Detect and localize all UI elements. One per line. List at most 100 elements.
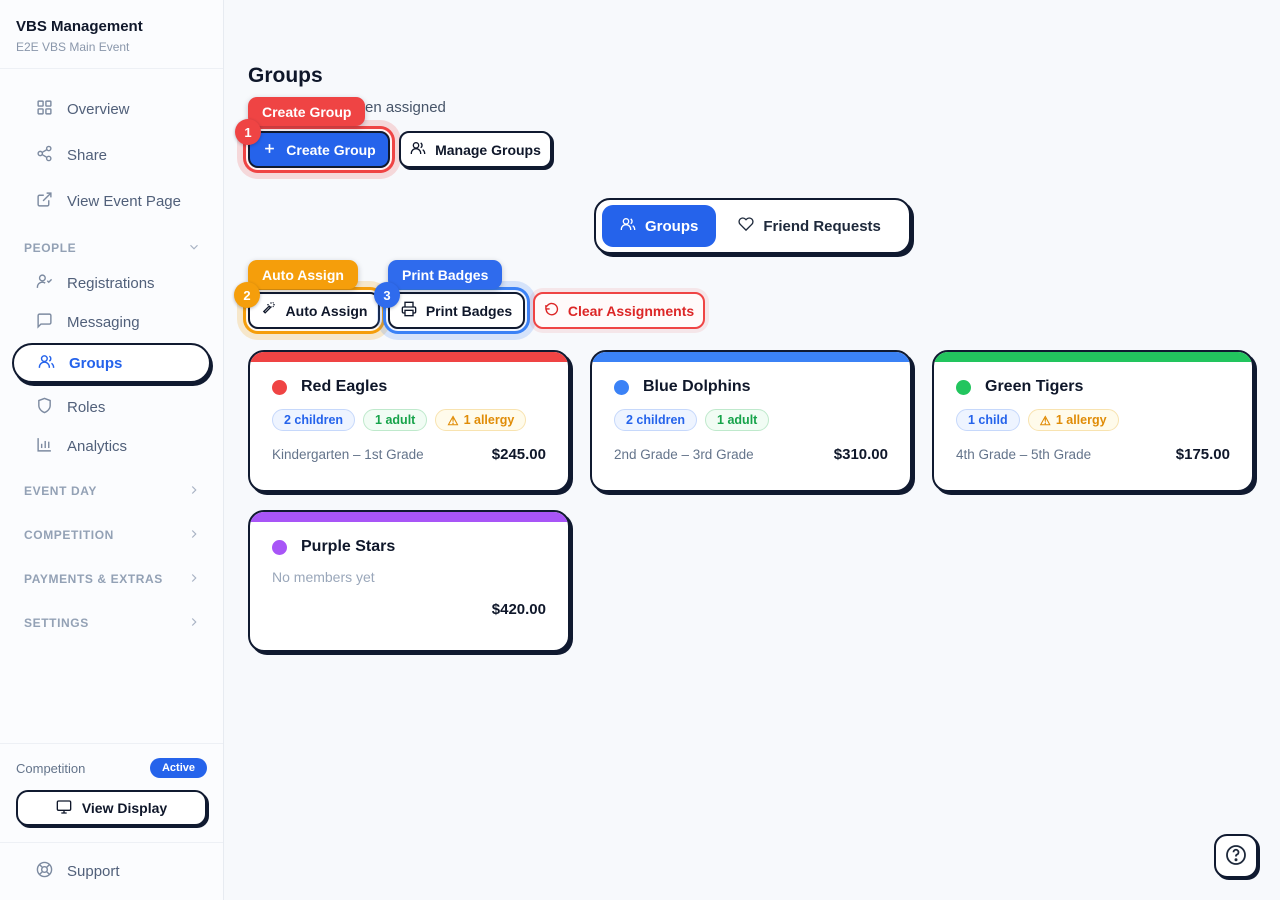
sidebar-footer: Competition Active View Display bbox=[0, 743, 223, 842]
help-button[interactable] bbox=[1214, 834, 1258, 878]
grade-range: 4th Grade – 5th Grade bbox=[956, 447, 1092, 462]
sidebar-item-label: Share bbox=[67, 146, 108, 164]
chevron-right-icon bbox=[187, 527, 201, 544]
auto-assign-label: Auto Assign bbox=[285, 302, 368, 319]
bar-chart-icon bbox=[36, 436, 53, 457]
section-label: SETTINGS bbox=[24, 616, 89, 630]
main-content: Groups ren assigned Create Group 1 Creat… bbox=[224, 0, 1280, 900]
dashboard-icon bbox=[36, 99, 53, 120]
annotation-step-badge-2: 2 bbox=[234, 282, 260, 308]
annotation-tooltip-auto-assign: Auto Assign bbox=[248, 260, 358, 289]
sidebar-item-label: Registrations bbox=[67, 274, 155, 292]
sidebar-section-people[interactable]: PEOPLE bbox=[12, 231, 211, 265]
group-color-dot bbox=[272, 379, 287, 395]
chevron-right-icon bbox=[187, 615, 201, 632]
sidebar-nav: Overview Share View Event Page PEOPLE bbox=[0, 69, 223, 640]
sidebar-item-share[interactable]: Share bbox=[12, 135, 211, 175]
undo-icon bbox=[544, 302, 559, 320]
group-color-stripe bbox=[250, 512, 568, 522]
sidebar-section-event-day[interactable]: EVENT DAY bbox=[12, 474, 211, 508]
group-name: Red Eagles bbox=[301, 378, 388, 395]
group-name: Blue Dolphins bbox=[643, 378, 751, 395]
printer-icon bbox=[401, 301, 417, 320]
users-icon bbox=[620, 216, 636, 236]
grade-range: 2nd Grade – 3rd Grade bbox=[614, 447, 754, 462]
tab-friend-requests[interactable]: Friend Requests bbox=[720, 205, 899, 247]
children-count-badge: 1 child bbox=[956, 409, 1020, 431]
sidebar-item-roles[interactable]: Roles bbox=[12, 389, 211, 425]
sidebar-header: VBS Management E2E VBS Main Event bbox=[0, 0, 223, 69]
sidebar-section-competition[interactable]: COMPETITION bbox=[12, 518, 211, 552]
warning-icon: ⚠ bbox=[1039, 413, 1051, 428]
children-count-badge: 2 children bbox=[614, 409, 698, 431]
group-color-stripe bbox=[934, 352, 1252, 362]
children-count-badge: 2 children bbox=[272, 409, 356, 431]
group-card-green-tigers[interactable]: Green Tigers 1 child ⚠1 allergy 4th Grad… bbox=[932, 350, 1254, 492]
group-card-blue-dolphins[interactable]: Blue Dolphins 2 children 1 adult 2nd Gra… bbox=[590, 350, 912, 492]
lifebuoy-icon bbox=[36, 861, 53, 882]
sidebar-item-label: Messaging bbox=[67, 313, 140, 331]
create-group-button[interactable]: Create Group bbox=[248, 131, 390, 168]
sidebar: VBS Management E2E VBS Main Event Overvi… bbox=[0, 0, 224, 900]
sidebar-item-label: Groups bbox=[69, 354, 123, 372]
section-label: PAYMENTS & EXTRAS bbox=[24, 572, 163, 586]
event-name: E2E VBS Main Event bbox=[16, 40, 130, 54]
sidebar-section-settings[interactable]: SETTINGS bbox=[12, 606, 211, 640]
sidebar-item-messaging[interactable]: Messaging bbox=[12, 304, 211, 340]
sidebar-item-label: View Event Page bbox=[67, 192, 181, 210]
sidebar-item-registrations[interactable]: Registrations bbox=[12, 265, 211, 301]
group-price: $245.00 bbox=[491, 446, 546, 463]
sidebar-item-overview[interactable]: Overview bbox=[12, 89, 211, 129]
auto-assign-button[interactable]: Auto Assign bbox=[248, 292, 380, 329]
sidebar-item-support[interactable]: Support bbox=[12, 861, 211, 882]
support-label: Support bbox=[67, 863, 120, 880]
group-name: Green Tigers bbox=[985, 378, 1084, 395]
users-icon bbox=[38, 353, 55, 374]
section-label: COMPETITION bbox=[24, 528, 114, 542]
plus-icon bbox=[262, 141, 277, 159]
clear-assignments-label: Clear Assignments bbox=[567, 302, 695, 319]
annotation-tooltip-print-badges: Print Badges bbox=[388, 260, 503, 289]
competition-status-row: Competition Active bbox=[16, 758, 207, 778]
print-badges-button[interactable]: Print Badges bbox=[388, 292, 525, 329]
users-icon bbox=[410, 140, 426, 159]
competition-label: Competition bbox=[16, 760, 86, 776]
shield-icon bbox=[36, 397, 53, 418]
group-card-purple-stars[interactable]: Purple Stars No members yet $420.00 bbox=[248, 510, 570, 652]
manage-groups-label: Manage Groups bbox=[435, 141, 541, 158]
print-badges-label: Print Badges bbox=[425, 302, 513, 319]
tab-groups[interactable]: Groups bbox=[602, 205, 717, 247]
app-title: VBS Management bbox=[16, 18, 143, 35]
group-price: $175.00 bbox=[1175, 446, 1230, 463]
sidebar-section-payments-extras[interactable]: PAYMENTS & EXTRAS bbox=[12, 562, 211, 596]
view-display-button[interactable]: View Display bbox=[16, 790, 207, 826]
tab-label: Groups bbox=[645, 217, 699, 235]
group-price: $420.00 bbox=[491, 601, 546, 618]
sidebar-item-analytics[interactable]: Analytics bbox=[12, 428, 211, 464]
groups-tabs: Groups Friend Requests bbox=[594, 198, 911, 254]
grade-range: Kindergarten – 1st Grade bbox=[272, 447, 424, 462]
heart-icon bbox=[738, 216, 754, 236]
group-card-red-eagles[interactable]: Red Eagles 2 children 1 adult ⚠1 allergy… bbox=[248, 350, 570, 492]
manage-groups-button[interactable]: Manage Groups bbox=[399, 131, 552, 168]
status-badge: Active bbox=[149, 758, 207, 778]
clear-assignments-button[interactable]: Clear Assignments bbox=[533, 292, 705, 329]
section-label: EVENT DAY bbox=[24, 484, 97, 498]
monitor-icon bbox=[56, 799, 72, 818]
help-circle-icon bbox=[1224, 843, 1248, 870]
sidebar-item-view-event-page[interactable]: View Event Page bbox=[12, 181, 211, 221]
assigned-summary-text: ren assigned bbox=[360, 99, 446, 116]
tab-label: Friend Requests bbox=[763, 217, 881, 235]
sidebar-support-area: Support bbox=[0, 842, 223, 900]
allergy-count-badge: ⚠1 allergy bbox=[435, 409, 527, 431]
annotation-step-badge-3: 3 bbox=[374, 282, 400, 308]
annotation-step-badge-1: 1 bbox=[235, 119, 261, 145]
group-color-dot bbox=[956, 379, 971, 395]
group-color-stripe bbox=[592, 352, 910, 362]
group-price: $310.00 bbox=[833, 446, 888, 463]
annotation-tooltip-create-group: Create Group bbox=[248, 97, 366, 126]
user-check-icon bbox=[36, 273, 53, 294]
group-name: Purple Stars bbox=[301, 538, 396, 555]
sidebar-item-groups[interactable]: Groups bbox=[12, 343, 211, 383]
